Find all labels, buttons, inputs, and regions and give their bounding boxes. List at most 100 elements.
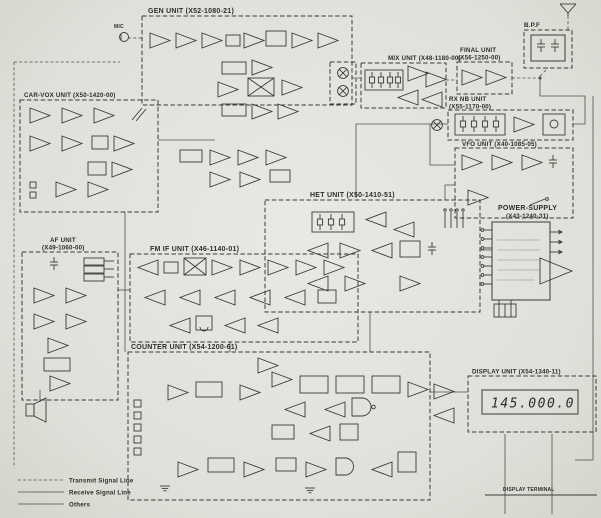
- switch-icon: [545, 197, 549, 201]
- amp-triangle: [237, 149, 259, 166]
- frequency-readout: 145.000.0: [491, 397, 575, 412]
- lamp-icon: [431, 119, 443, 131]
- amp-triangle: [323, 259, 345, 276]
- capacitor-icon: [427, 241, 437, 256]
- amp-triangle: [61, 107, 83, 124]
- amp-triangle: [521, 154, 543, 171]
- counter-unit-label: COUNTER UNIT (X54-1200-61): [131, 344, 237, 351]
- amp-triangle: [214, 289, 236, 306]
- car-vox-unit: CAR-VOX UNIT (X50-1420-00): [19, 92, 159, 213]
- delay-icon: [131, 107, 147, 122]
- amp-triangle: [175, 32, 197, 49]
- amp-triangle: [397, 89, 419, 106]
- mix-unit: MIX UNIT (X48-1180-00): [360, 55, 461, 109]
- ic-block: [339, 423, 359, 441]
- amp-triangle: [513, 116, 535, 133]
- amp-triangle: [144, 289, 166, 306]
- amp-triangle: [277, 103, 299, 120]
- amp-triangle: [61, 135, 83, 152]
- mixer: [183, 257, 207, 276]
- amp-triangle: [49, 375, 71, 392]
- amp-triangle: [179, 289, 201, 306]
- gen-unit: GEN UNIT (X52-1080-21): [141, 8, 353, 106]
- gate-icon: [351, 397, 376, 417]
- amp-triangle: [201, 32, 223, 49]
- amp-triangle: [209, 171, 231, 188]
- display-terminal-label: DISPLAY TERMINAL: [503, 487, 555, 493]
- crystal-filter: [364, 69, 404, 91]
- mixer: [247, 77, 275, 97]
- amp-triangle: [33, 313, 55, 330]
- text-lines: [497, 239, 540, 281]
- display-terminal-note: DISPLAY TERMINAL: [485, 487, 597, 496]
- amp-triangle: [461, 154, 483, 171]
- mic-connector: MIC: [114, 24, 129, 42]
- trap-icon: [549, 119, 559, 129]
- amp-triangle: [177, 461, 199, 478]
- amp-triangle: [425, 71, 447, 88]
- power-supply-code: (X43-1240-31): [506, 213, 549, 220]
- counter-ic-block: [335, 375, 365, 394]
- exciter-stage: [179, 103, 299, 188]
- antenna-icon: [559, 3, 577, 16]
- amp-triangle: [485, 69, 507, 86]
- ic-block: [221, 103, 247, 117]
- amp-triangle: [251, 103, 273, 120]
- ic-block: [179, 149, 203, 163]
- amp-triangle: [371, 242, 393, 259]
- amp-triangle: [251, 59, 273, 76]
- ic-block: [271, 424, 295, 440]
- amp-triangle: [307, 275, 329, 292]
- display-unit: DISPLAY UNIT (X54-1340-11) 145.000.0: [467, 369, 597, 433]
- af-unit-code: (X49-1060-00): [42, 245, 85, 252]
- amp-triangle: [111, 161, 133, 178]
- transformer-icon: [493, 300, 517, 318]
- amp-triangle: [33, 287, 55, 304]
- wiring: [13, 16, 594, 514]
- amp-triangle: [307, 242, 329, 259]
- legend-others-label: Others: [69, 502, 91, 509]
- amp-triangle: [239, 171, 261, 188]
- input-pins: [133, 399, 142, 456]
- ic-block: [269, 169, 291, 183]
- ic-block: [399, 240, 421, 258]
- amp-triangle: [271, 371, 293, 388]
- vfo-unit: VFO UNIT (X40-1085-05): [454, 141, 574, 219]
- vfo-unit-label: VFO UNIT (X40-1085-05): [462, 141, 537, 148]
- amp-triangle: [421, 91, 443, 108]
- amp-triangle: [291, 32, 313, 49]
- final-unit-code: (X56-1250-00): [458, 55, 501, 62]
- input-pins: [480, 228, 492, 286]
- speaker-icon: [25, 397, 47, 423]
- lamp-icon: [337, 67, 349, 79]
- fm-if-unit-label: FM IF UNIT (X46-1140-01): [150, 246, 239, 253]
- amp-triangle: [55, 181, 77, 198]
- amp-triangle: [29, 135, 51, 152]
- amp-triangle: [65, 287, 87, 304]
- ic-block: [195, 381, 223, 398]
- filter-block: [265, 30, 287, 47]
- connector-pins: [83, 257, 114, 282]
- het-unit-label: HET UNIT (X50-1410-51): [310, 192, 395, 199]
- amp-triangle: [407, 381, 429, 398]
- crystal-filter: [454, 113, 506, 136]
- amp-triangle: [239, 259, 261, 276]
- amp-triangle: [29, 107, 51, 124]
- af-unit: AF UNIT (X49-1060-00): [21, 237, 119, 423]
- bpf-unit: B.P.F: [523, 3, 577, 69]
- amp-triangle: [47, 337, 69, 354]
- counter-ic-block: [299, 375, 329, 394]
- amp-triangle: [239, 384, 261, 401]
- amp-triangle: [211, 259, 233, 276]
- capacitor-icon: [550, 38, 560, 53]
- amp-triangle: [399, 275, 421, 292]
- capacitor-icon: [49, 256, 59, 271]
- amp-triangle: [284, 401, 306, 418]
- capacitor-icon: [536, 38, 546, 53]
- amp-triangle: [149, 32, 171, 49]
- amp-triangle: [257, 317, 279, 334]
- amp-triangle: [344, 275, 366, 292]
- pass-transistor-triangle: [539, 257, 574, 285]
- amp-triangle: [257, 357, 279, 374]
